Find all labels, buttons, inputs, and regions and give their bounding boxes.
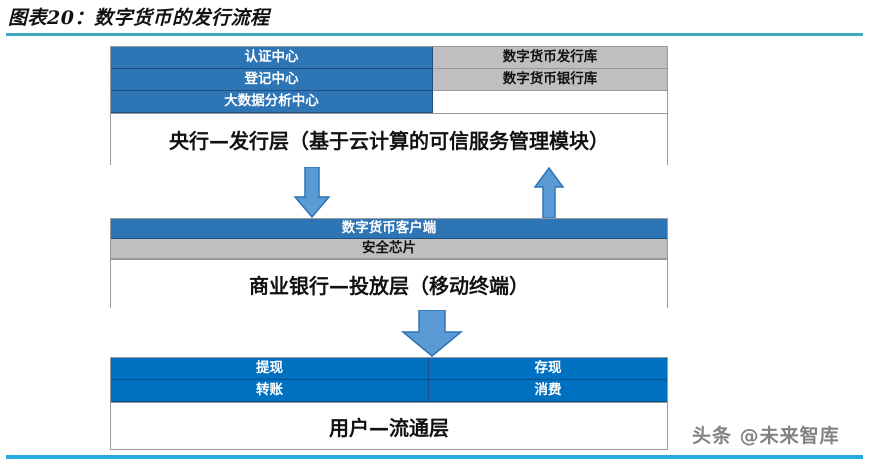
cell-digital-currency-client: 数字货币客户端 (111, 219, 667, 239)
caption-divider-rule (6, 33, 863, 36)
user-layer-summary: 用户—流通层 (111, 402, 667, 449)
table-row: 大数据分析中心 (111, 91, 667, 113)
table-row: 转账 消费 (111, 380, 667, 402)
figure-caption: 图表20：数字货币的发行流程 (8, 7, 270, 29)
footer-divider-rule (6, 455, 863, 459)
table-row: 安全芯片 (111, 239, 667, 259)
user-layer-panel: 提现 存现 转账 消费 用户—流通层 (110, 357, 668, 450)
cell-transfer: 转账 (111, 380, 429, 402)
issuance-layer-panel: 认证中心 数字货币发行库 登记中心 数字货币银行库 大数据分析中心 央行—发行层… (110, 46, 668, 165)
cell-bank-vault: 数字货币银行库 (433, 69, 667, 91)
cell-bigdata-analysis-center: 大数据分析中心 (111, 91, 433, 113)
table-row: 认证中心 数字货币发行库 (111, 47, 667, 69)
bank-layer-panel: 数字货币客户端 安全芯片 商业银行—投放层（移动终端） (110, 218, 668, 308)
watermark-text: 头条 @未来智库 (692, 425, 840, 447)
cell-registration-center: 登记中心 (111, 69, 433, 91)
table-row: 登记中心 数字货币银行库 (111, 69, 667, 91)
cell-secure-chip: 安全芯片 (111, 239, 667, 259)
cell-issuance-vault: 数字货币发行库 (433, 47, 667, 69)
bank-layer-summary: 商业银行—投放层（移动终端） (111, 259, 667, 308)
table-row: 数字货币客户端 (111, 219, 667, 239)
arrow-down-issue-icon (292, 166, 332, 223)
cell-certification-center: 认证中心 (111, 47, 433, 69)
table-row: 提现 存现 (111, 358, 667, 380)
arrow-up-settle-icon (531, 166, 567, 223)
cell-consume: 消费 (429, 380, 667, 402)
arrow-down-distribute-icon (398, 309, 466, 362)
cell-deposit: 存现 (429, 358, 667, 380)
issuance-layer-summary: 央行—发行层（基于云计算的可信服务管理模块） (111, 113, 667, 165)
cell-issuance-empty (433, 91, 667, 113)
cell-withdraw: 提现 (111, 358, 429, 380)
